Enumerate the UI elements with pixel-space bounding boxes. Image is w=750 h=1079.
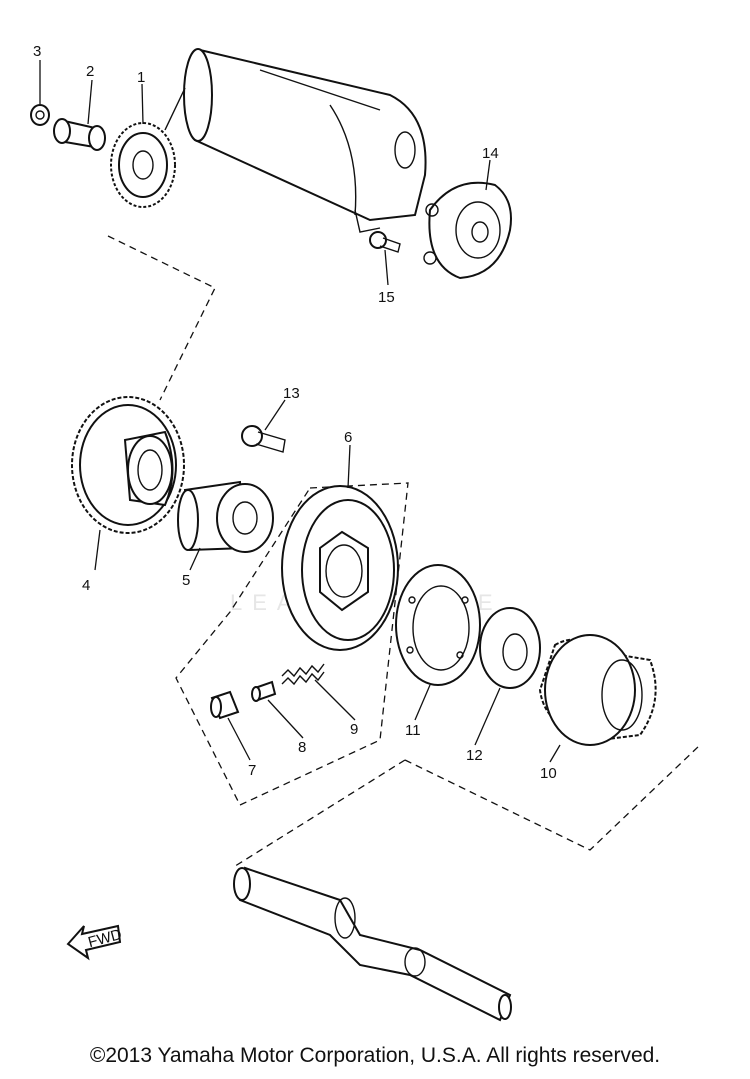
part-2-sleeve [53, 118, 106, 151]
callout-14: 14 [482, 145, 499, 162]
part-12-washer [479, 607, 541, 689]
callout-11: 11 [405, 722, 421, 739]
callout-8: 8 [298, 739, 306, 756]
part-5-bushing [177, 480, 274, 553]
callout-6: 6 [344, 429, 352, 446]
part-7-roller [210, 690, 240, 720]
part-10-gear-hub [538, 634, 657, 746]
part-13-bolt [241, 425, 286, 453]
starter-motor [164, 48, 427, 233]
part-4-large-sprocket [71, 396, 185, 534]
group-line-gear-link [107, 235, 216, 401]
callout-7: 7 [248, 762, 256, 779]
group-outline-clutch [175, 482, 409, 806]
part-9-spring [281, 663, 325, 686]
callout-3: 3 [33, 43, 41, 60]
callout-9: 9 [350, 721, 358, 738]
part-15-bolt [369, 231, 401, 253]
callout-4: 4 [82, 577, 90, 594]
fwd-label: FWD [86, 926, 124, 951]
fwd-arrow: FWD [66, 924, 124, 961]
part-3-nut [30, 104, 50, 126]
exploded-parts-diagram: LEADVENTURE [30, 43, 701, 1022]
copyright-notice: ©2013 Yamaha Motor Corporation, U.S.A. A… [89, 1044, 661, 1067]
part-8-spring-cap [251, 680, 277, 702]
part-11-plate [395, 564, 481, 686]
group-line-shaft-top [404, 744, 701, 851]
group-line-shaft-left [231, 759, 406, 869]
callout-13: 13 [283, 385, 300, 402]
callout-5: 5 [182, 572, 190, 589]
part-14-end-cover [423, 181, 512, 280]
callout-12: 12 [466, 747, 483, 764]
main-shaft [233, 866, 512, 1022]
part-6-one-way-clutch [281, 485, 399, 651]
part-1-gear [110, 122, 176, 208]
callout-2: 2 [86, 63, 94, 80]
callout-1: 1 [137, 69, 145, 86]
callout-10: 10 [540, 765, 557, 782]
callout-15: 15 [378, 289, 395, 306]
